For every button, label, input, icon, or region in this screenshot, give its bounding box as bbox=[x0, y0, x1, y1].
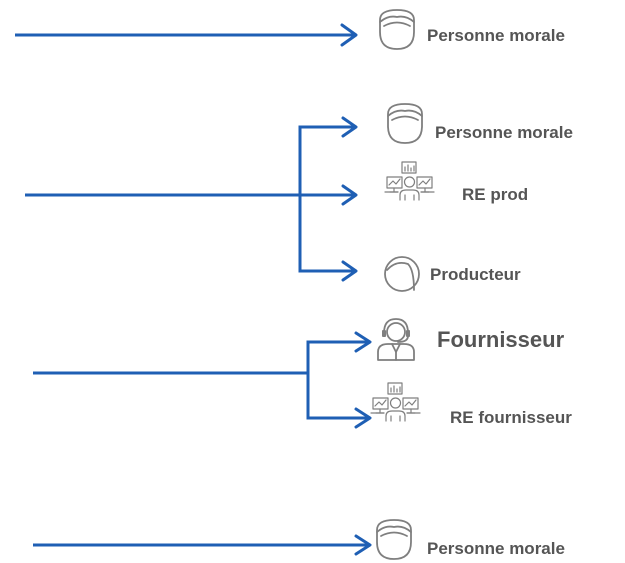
arrowhead bbox=[341, 260, 358, 282]
node-label-personne-morale: Personne morale bbox=[435, 123, 573, 142]
branch-line bbox=[306, 340, 369, 420]
group-2: Personne morale RE prod Producteur bbox=[25, 103, 573, 292]
node-label-personne-morale: Personne morale bbox=[427, 26, 565, 45]
head-profile-icon bbox=[384, 256, 420, 292]
node-label-re-prod: RE prod bbox=[462, 185, 528, 204]
arrowhead bbox=[340, 23, 358, 47]
arrowhead bbox=[354, 407, 372, 429]
arrowhead bbox=[341, 116, 358, 138]
arrowhead bbox=[354, 534, 372, 556]
node-label-fournisseur: Fournisseur bbox=[437, 327, 565, 352]
headset-agent-icon bbox=[377, 318, 415, 361]
group-1: Personne morale bbox=[15, 9, 565, 50]
person-head-icon bbox=[379, 9, 415, 50]
arrowhead bbox=[354, 331, 372, 353]
arrowhead bbox=[341, 184, 358, 206]
group-4: Personne morale bbox=[33, 519, 565, 560]
node-label-producteur: Producteur bbox=[430, 265, 521, 284]
branch-line bbox=[298, 125, 355, 273]
group-3: Fournisseur RE fournisseur bbox=[33, 318, 572, 429]
person-head-icon bbox=[387, 103, 423, 144]
person-head-icon bbox=[376, 519, 412, 560]
operator-monitors-icon bbox=[370, 382, 421, 422]
operator-monitors-icon bbox=[384, 161, 435, 201]
node-label-re-fournisseur: RE fournisseur bbox=[450, 408, 572, 427]
node-label-personne-morale: Personne morale bbox=[427, 539, 565, 558]
